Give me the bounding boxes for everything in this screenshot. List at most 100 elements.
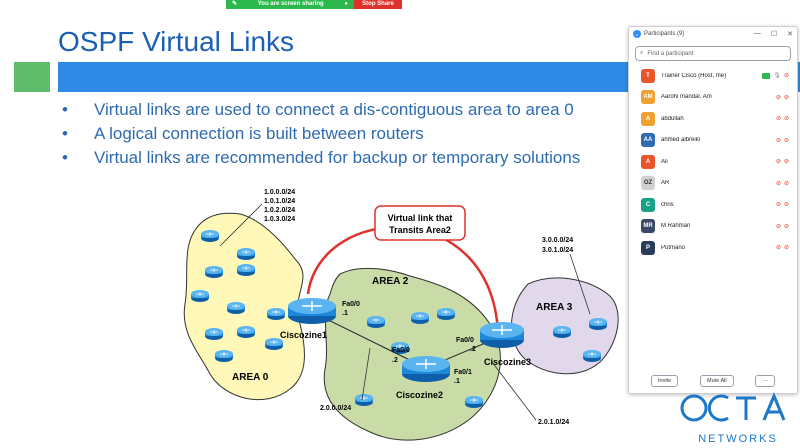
r1-ip: .1 [342,310,348,317]
virtual-link-label-box [374,205,466,241]
ospf-network-diagram: Virtual link that Transits Area2 1.0.0.0… [183,189,619,441]
participant-row[interactable]: OZ AR ⊘⊘ [629,173,797,195]
area0-network: 1.0.2.0/24 [264,207,295,214]
sharing-status: ✎ You are screen sharing ● [226,0,354,9]
shield-icon[interactable]: ● [344,1,348,7]
r2-interface-a: Fa0/0 [392,347,410,354]
router1-name: Ciscozine1 [280,330,327,340]
more-options-button[interactable]: ··· [755,375,775,387]
participants-footer: Invite Mute All ··· [629,375,797,387]
participant-name: M Rahman [661,223,691,230]
stop-share-button[interactable]: Stop Share [354,0,402,9]
participant-name: Putmano [661,244,686,251]
area2-region [323,267,501,441]
participant-row[interactable]: A abdullah ⊘⊘ [629,108,797,130]
avatar: C [641,197,655,212]
area0-network: 1.0.1.0/24 [264,198,295,205]
participant-name: abdullah [661,115,684,122]
video-off-icon: ⊘ [783,94,789,101]
bullet-list: Virtual links are used to connect a dis-… [62,98,632,170]
video-off-icon: ⊘ [783,137,789,144]
minimize-icon[interactable]: — [753,30,761,37]
mic-on-icon[interactable]: 🎙 [773,73,781,80]
participant-list: T Trainer Cisco (Host, me) 🎙⊘ AM Aarohi … [629,65,797,259]
router2-name: Ciscozine2 [396,390,443,400]
participant-search-input[interactable]: ⌕ Find a participant [635,46,791,61]
pin-icon[interactable]: ✎ [232,1,238,7]
router-ciscozine3 [480,322,524,348]
window-controls: — ☐ ✕ [754,30,793,38]
avatar: A [641,111,655,126]
participant-row[interactable]: A Ali ⊘⊘ [629,151,797,173]
participant-name: Aarohi mandal. Am [661,94,712,101]
mic-muted-icon: ⊘ [775,180,781,187]
area0-network: 1.0.0.0/24 [264,189,295,196]
avatar: T [641,68,655,83]
video-off-icon: ⊘ [783,180,789,187]
participant-name: AR [661,180,670,187]
r3-ip: .2 [470,346,476,353]
screen-sharing-banner: ✎ You are screen sharing ● Stop Share [226,0,402,9]
net-left-label: 2.0.0.0/24 [320,405,351,412]
avatar: P [641,240,655,255]
participant-name: Ali [661,158,668,165]
bullet-item: Virtual links are recommended for backup… [62,146,632,170]
net-right-label: 2.0.1.0/24 [538,419,569,426]
video-off-icon: ⊘ [783,159,789,166]
search-icon: ⌕ [640,50,644,56]
avatar: AM [641,90,655,105]
virtual-link-label-line1: Virtual link that [388,213,453,223]
virtual-link-label-line2: Transits Area2 [389,225,451,235]
sharing-status-text: You are screen sharing [257,1,324,7]
participant-row[interactable]: AA ahmed albreiki ⊘⊘ [629,130,797,152]
router-ciscozine1 [288,298,336,324]
area3-network: 3.0.0.0/24 [542,237,573,244]
r2-interface-b: Fa0/1 [454,369,472,376]
video-off-icon: ⊘ [783,202,789,209]
avatar: OZ [641,176,655,191]
mic-muted-icon: ⊘ [775,159,781,166]
participants-title: Participants (9) [644,31,685,37]
participant-name: ahmed albreiki [661,137,701,144]
octa-networks-logo: NETWORKS [680,392,786,445]
avatar: A [641,154,655,169]
area2-label: AREA 2 [372,276,409,287]
video-off-icon: ⊘ [783,223,789,230]
stop-share-label: Stop Share [362,1,394,7]
router3-name: Ciscozine3 [484,357,531,367]
participant-name: chris [661,201,674,208]
area0-label: AREA 0 [232,372,269,383]
zoom-logo-icon: z [633,30,641,38]
search-placeholder: Find a participant [647,50,694,57]
video-off-icon: ⊘ [783,116,789,123]
video-off-icon[interactable]: ⊘ [783,73,789,80]
participant-row[interactable]: AM Aarohi mandal. Am ⊘⊘ [629,87,797,109]
router-ciscozine2 [402,356,450,382]
participant-row[interactable]: C chris ⊘⊘ [629,194,797,216]
title-accent-green [14,62,50,92]
participants-panel: z Participants (9) — ☐ ✕ ⌕ Find a partic… [628,26,798,394]
r3-interface: Fa0/0 [456,337,474,344]
video-on-icon[interactable] [762,72,771,79]
mic-muted-icon: ⊘ [775,137,781,144]
close-icon[interactable]: ✕ [787,31,793,38]
mic-muted-icon: ⊘ [775,94,781,101]
area3-network: 3.0.1.0/24 [542,247,573,254]
area0-network: 1.0.3.0/24 [264,216,295,223]
mic-muted-icon: ⊘ [775,116,781,123]
mic-muted-icon: ⊘ [775,245,781,252]
logo-brand-text: NETWORKS [698,433,778,445]
avatar: AA [641,133,655,148]
mic-muted-icon: ⊘ [775,202,781,209]
r1-interface: Fa0/0 [342,301,360,308]
mute-all-button[interactable]: Mute All [700,375,734,387]
avatar: MR [641,219,655,234]
maximize-icon[interactable]: ☐ [770,31,778,38]
participant-row[interactable]: MR M Rahman ⊘⊘ [629,216,797,238]
bullet-item: Virtual links are used to connect a dis-… [62,98,632,122]
participant-row[interactable]: P Putmano ⊘⊘ [629,237,797,259]
mic-muted-icon: ⊘ [775,223,781,230]
invite-button[interactable]: Invite [651,375,679,387]
participant-row[interactable]: T Trainer Cisco (Host, me) 🎙⊘ [629,65,797,87]
slide-title: OSPF Virtual Links [58,26,295,57]
